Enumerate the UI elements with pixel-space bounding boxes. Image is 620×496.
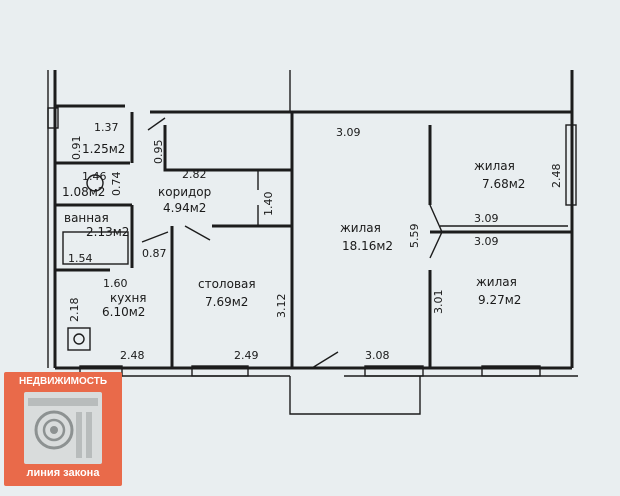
room-name-living-large: жилая — [340, 221, 381, 235]
corridor-upper-wall — [163, 112, 294, 172]
dining-top-wall — [212, 224, 294, 368]
dim-top-right-height: 2.48 — [550, 164, 563, 189]
window-right-top — [565, 124, 577, 206]
dim-right-mid-lower: 3.09 — [474, 235, 499, 248]
bathtub — [62, 231, 129, 265]
dim-top-living: 3.09 — [336, 126, 361, 139]
room-name-corridor: коридор — [158, 185, 211, 199]
logo-emblem — [24, 392, 102, 464]
logo-top-text: НЕДВИЖИМОСТЬ — [18, 376, 108, 387]
dim-living-height: 5.59 — [408, 224, 421, 249]
door-swing-corridor — [184, 225, 211, 241]
dim-bottom-left: 2.48 — [120, 349, 145, 362]
door-swing-bath — [141, 231, 169, 243]
dim-kitchen-width: 1.60 — [103, 277, 128, 290]
dim-corridor-door: 0.95 — [152, 140, 165, 165]
room-area-living-top-right: 7.68м2 — [482, 177, 525, 191]
agency-logo: НЕДВИЖИМОСТЬ линия закона — [4, 372, 122, 486]
interior-walls — [55, 112, 572, 369]
dim-toilet-height: 0.74 — [110, 172, 123, 197]
dim-dining-height: 3.12 — [275, 294, 288, 319]
window-left-top — [47, 107, 59, 129]
room-area-living-bottom-right: 9.27м2 — [478, 293, 521, 307]
windows — [47, 107, 577, 377]
logo-bottom-text: линия закона — [26, 467, 100, 479]
window-dining — [191, 365, 249, 377]
toilet-bowl — [86, 174, 104, 192]
dim-closet-height: 0.91 — [70, 136, 83, 161]
window-right-bottom — [481, 365, 541, 377]
dimension-labels: 3.09 2.48 3.09 3.09 5.59 3.01 3.08 2.49 … — [68, 121, 563, 362]
column-capital-icon — [28, 398, 98, 458]
room-name-living-bottom-right: жилая — [476, 275, 517, 289]
room-area-living-large: 18.16м2 — [342, 239, 393, 253]
room-name-bathroom: ванная — [64, 211, 109, 225]
dim-right-mid-upper: 3.09 — [474, 212, 499, 225]
room-area-bathroom: 2.13м2 — [86, 225, 129, 239]
room-area-kitchen: 6.10м2 — [102, 305, 145, 319]
dim-bottom-right: 3.08 — [365, 349, 390, 362]
room-area-dining: 7.69м2 — [205, 295, 248, 309]
room-name-living-top-right: жилая — [474, 159, 515, 173]
balcony-outline — [289, 376, 421, 415]
room-name-kitchen: кухня — [110, 291, 147, 305]
dim-bath-door: 0.87 — [142, 247, 167, 260]
dim-toilet-width: 1.46 — [82, 170, 107, 183]
dim-corridor-side: 1.40 — [262, 192, 275, 217]
stove-burner — [73, 333, 85, 345]
dim-bottom-middle: 2.49 — [234, 349, 259, 362]
room-name-dining: столовая — [198, 277, 256, 291]
dim-bath-width: 1.54 — [68, 252, 93, 265]
dim-right-lower-height: 3.01 — [432, 290, 445, 315]
door-swing-living — [429, 204, 443, 259]
room-area-closet-top: 1.25м2 — [82, 142, 125, 156]
stove — [67, 327, 91, 351]
door-swing-balcony — [311, 351, 339, 369]
room-area-toilet: 1.08м2 — [62, 185, 105, 199]
dim-kitchen-height: 2.18 — [68, 298, 81, 323]
dim-corridor-width: 2.82 — [182, 168, 207, 181]
door-swing-closet — [147, 117, 166, 131]
dim-closet-width: 1.37 — [94, 121, 119, 134]
fixtures — [62, 174, 129, 351]
window-living — [364, 365, 424, 377]
room-labels: жилая 18.16м2 жилая 7.68м2 жилая 9.27м2 … — [62, 142, 525, 319]
room-area-corridor: 4.94м2 — [163, 201, 206, 215]
